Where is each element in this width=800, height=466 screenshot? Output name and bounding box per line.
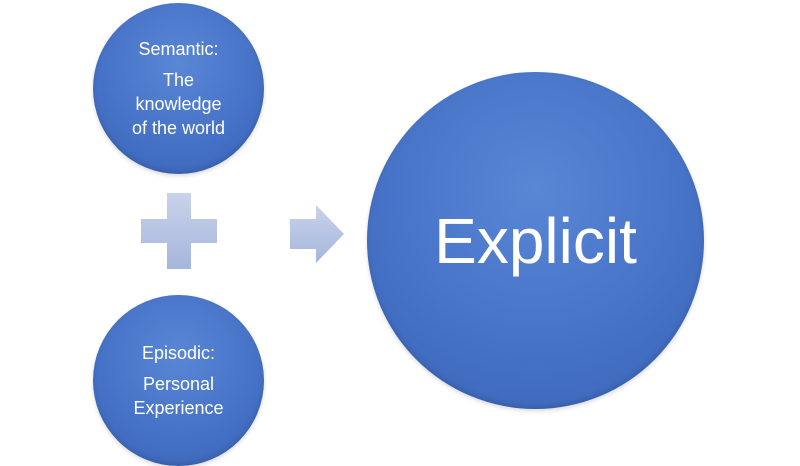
semantic-description: The knowledge of the world [131, 69, 226, 138]
episodic-description: Personal Experience [133, 373, 224, 418]
explicit-memory-circle: Explicit [367, 72, 704, 409]
plus-icon [141, 193, 217, 269]
arrow-right-icon [290, 205, 344, 263]
episodic-title: Episodic: [141, 342, 216, 363]
episodic-memory-circle: Episodic: Personal Experience [93, 295, 264, 466]
explicit-label: Explicit [434, 204, 637, 277]
semantic-title: Semantic: [138, 38, 219, 59]
semantic-memory-circle: Semantic: The knowledge of the world [93, 3, 264, 174]
